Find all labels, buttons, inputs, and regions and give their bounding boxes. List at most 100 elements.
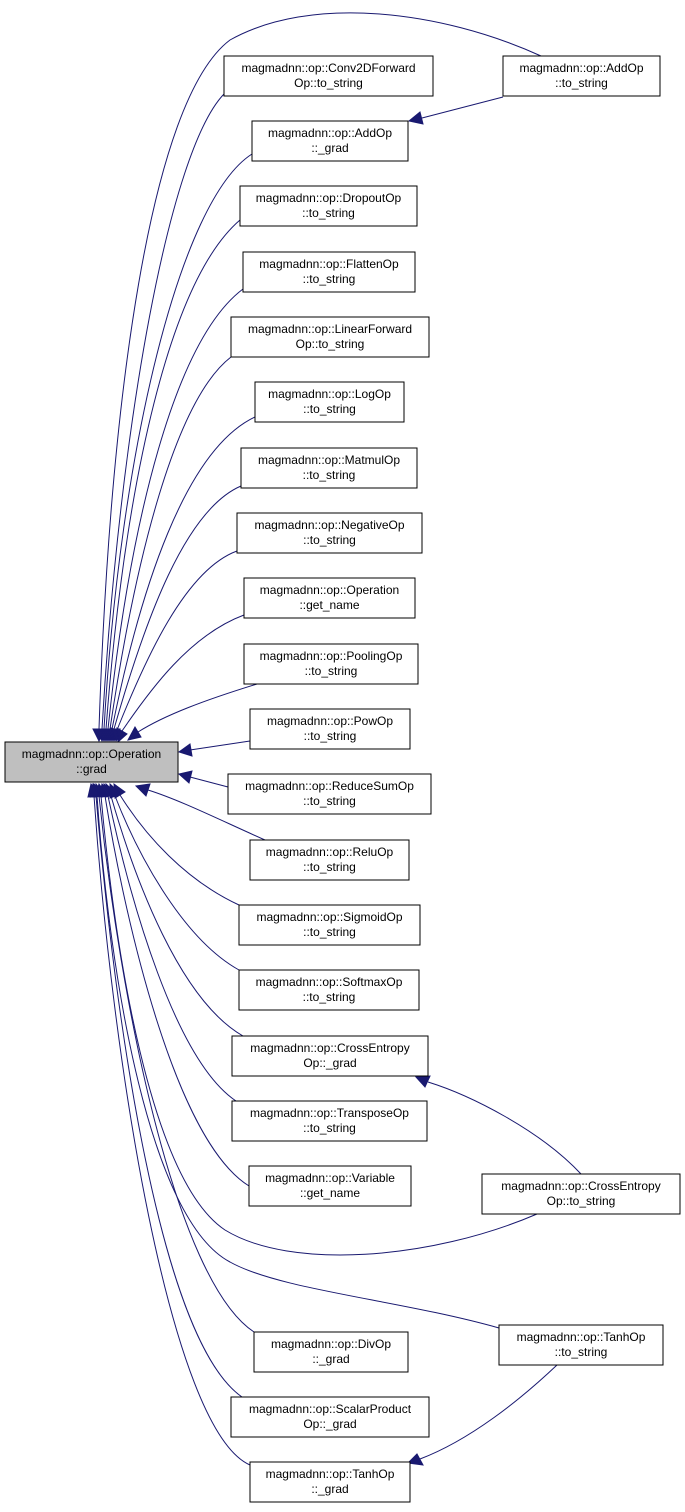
arrowhead [87, 782, 101, 798]
node-label-line-1: magmadnn::op::AddOp [519, 61, 643, 75]
node-label-line-2: ::_grad [312, 1352, 349, 1366]
node-label-line-1: magmadnn::op::TanhOp [517, 1330, 646, 1344]
node-label-line-1: magmadnn::op::ScalarProduct [249, 1402, 412, 1416]
edge-line [101, 93, 225, 730]
node-box[interactable] [240, 447, 418, 489]
node-box[interactable] [251, 120, 409, 162]
edge-line [107, 795, 237, 1102]
node-label-line-1: magmadnn::op::AddOp [268, 126, 392, 140]
edge-tanh_grad-to-root [87, 782, 251, 1466]
node-flatten_to_string[interactable]: magmadnn::op::FlattenOp::to_string [242, 251, 416, 293]
node-box[interactable] [249, 1461, 411, 1503]
node-label-line-1: magmadnn::op::ReduceSumOp [245, 779, 414, 793]
edge-line [95, 795, 243, 1398]
node-negative_to_string[interactable]: magmadnn::op::NegativeOp::to_string [236, 512, 423, 554]
node-variable_get_name[interactable]: magmadnn::op::Variable::get_name [248, 1165, 412, 1207]
node-label-line-2: ::get_name [300, 1186, 360, 1200]
node-tanh_to_string[interactable]: magmadnn::op::TanhOp::to_string [498, 1324, 664, 1366]
edge-line [110, 795, 244, 1037]
node-label-line-2: ::to_string [303, 1121, 356, 1135]
edge-line [189, 740, 251, 751]
node-tanh_grad[interactable]: magmadnn::op::TanhOp::_grad [249, 1461, 411, 1503]
node-pooling_to_string[interactable]: magmadnn::op::PoolingOp::to_string [243, 643, 419, 685]
node-box[interactable] [248, 1165, 412, 1207]
node-label-line-2: ::to_string [303, 402, 356, 416]
node-label-line-1: magmadnn::op::PoolingOp [260, 649, 403, 663]
node-box[interactable] [254, 381, 405, 423]
edge-conv2d_to_string-to-root [95, 93, 225, 743]
node-sigmoid_to_string[interactable]: magmadnn::op::SigmoidOp::to_string [238, 904, 421, 946]
node-label-line-2: ::get_name [299, 598, 359, 612]
node-addop_to_string[interactable]: magmadnn::op::AddOp::to_string [502, 55, 661, 97]
edge-line [116, 550, 238, 731]
root-node-root[interactable]: magmadnn::op::Operation::grad [4, 741, 179, 783]
edge-linear_to_string-to-root [103, 356, 232, 743]
node-box[interactable] [231, 1100, 428, 1142]
node-box[interactable] [243, 643, 419, 685]
edge-operation_get_name-to-root [116, 614, 245, 744]
edge-scalarproduct_grad-to-root [89, 782, 243, 1398]
node-box[interactable] [243, 577, 416, 619]
node-dropout_to_string[interactable]: magmadnn::op::DropoutOp::to_string [239, 185, 418, 227]
node-box[interactable] [230, 316, 430, 358]
node-label-line-1: magmadnn::op::TanhOp [266, 1467, 395, 1481]
node-box[interactable] [227, 773, 432, 815]
node-pow_to_string[interactable]: magmadnn::op::PowOp::to_string [249, 708, 411, 750]
node-transpose_to_string[interactable]: magmadnn::op::TransposeOp::to_string [231, 1100, 428, 1142]
node-box[interactable] [249, 708, 411, 750]
node-addop_grad[interactable]: magmadnn::op::AddOp::_grad [251, 120, 409, 162]
node-label-line-2: Op::_grad [303, 1417, 356, 1431]
node-box[interactable] [223, 55, 434, 97]
node-label-line-2: ::to_string [303, 794, 356, 808]
node-box[interactable] [236, 512, 423, 554]
node-label-line-1: magmadnn::op::Variable [265, 1171, 395, 1185]
node-label-line-2: ::to_string [304, 729, 357, 743]
node-box[interactable] [238, 969, 420, 1011]
node-label-line-2: ::to_string [303, 860, 356, 874]
node-box[interactable] [242, 251, 416, 293]
arrowhead [177, 770, 193, 784]
node-box[interactable] [502, 55, 661, 97]
node-matmul_to_string[interactable]: magmadnn::op::MatmulOp::to_string [240, 447, 418, 489]
node-label-line-2: ::to_string [302, 206, 355, 220]
edge-line [419, 1364, 558, 1460]
node-box[interactable] [249, 839, 410, 881]
node-label-line-2: Op::_grad [303, 1056, 356, 1070]
node-label-line-2: ::grad [76, 762, 107, 776]
edge-line [100, 795, 538, 1256]
node-label-line-1: magmadnn::op::FlattenOp [259, 257, 399, 271]
node-box[interactable] [231, 1035, 429, 1077]
edge-relu_to_string-to-root [134, 783, 266, 841]
edge-line [113, 485, 242, 730]
node-log_to_string[interactable]: magmadnn::op::LogOp::to_string [254, 381, 405, 423]
edge-pooling_to_string-to-root [127, 683, 258, 741]
edge-line [189, 776, 229, 788]
edge-variable_get_name-to-root [98, 782, 250, 1187]
arrowhead [127, 725, 142, 741]
node-softmax_to_string[interactable]: magmadnn::op::SoftmaxOp::to_string [238, 969, 420, 1011]
node-box[interactable] [253, 1331, 409, 1373]
node-box[interactable] [239, 185, 418, 227]
node-label-line-2: ::_grad [311, 1482, 348, 1496]
node-box[interactable] [481, 1173, 681, 1215]
node-label-line-1: magmadnn::op::LinearForward [248, 322, 412, 336]
node-div_grad[interactable]: magmadnn::op::DivOp::_grad [253, 1331, 409, 1373]
node-box[interactable] [230, 1396, 430, 1438]
node-operation_get_name[interactable]: magmadnn::op::Operation::get_name [243, 577, 416, 619]
node-box[interactable] [238, 904, 421, 946]
node-box[interactable] [498, 1324, 664, 1366]
node-relu_to_string[interactable]: magmadnn::op::ReluOp::to_string [249, 839, 410, 881]
node-label-line-1: magmadnn::op::DropoutOp [256, 191, 402, 205]
edge-line [137, 683, 258, 733]
node-reducesum_to_string[interactable]: magmadnn::op::ReduceSumOp::to_string [227, 773, 432, 815]
edge-line [109, 356, 232, 730]
node-box[interactable] [4, 741, 179, 783]
edge-line [111, 416, 256, 730]
node-label-line-1: magmadnn::op::SigmoidOp [256, 910, 402, 924]
